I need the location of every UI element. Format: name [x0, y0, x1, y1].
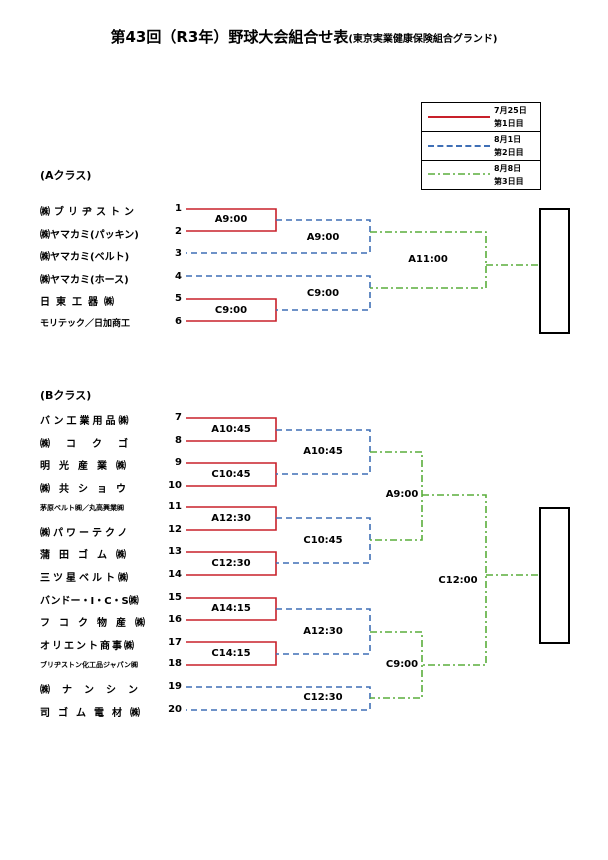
page-subtitle: (東京実業健康保険組合グランド): [348, 34, 498, 45]
legend-row-day1: 7月25日 第1日目: [422, 103, 540, 131]
classA-winner-box: [539, 208, 570, 334]
team-number: 15: [168, 592, 182, 603]
team-number: 4: [175, 271, 182, 282]
game-time: A11:00: [408, 254, 448, 265]
classB-round1-lines: [186, 417, 277, 666]
legend-line-dashed: [428, 145, 490, 147]
team-name: バンドー・I・C・S㈱: [40, 596, 139, 607]
game-time: C10:45: [303, 535, 343, 546]
game-time: C14:15: [211, 648, 251, 659]
legend-row-day3: 8月8日 第3日目: [422, 160, 540, 189]
team-name: ㈱ヤマカミ(パッキン): [40, 230, 139, 241]
game-time: A10:45: [303, 446, 343, 457]
legend-row-day2: 8月1日 第2日目: [422, 131, 540, 160]
team-number: 17: [168, 637, 182, 648]
team-number: 12: [168, 524, 182, 535]
team-name: ㈱ナンシン: [40, 685, 150, 696]
team-number: 18: [168, 658, 182, 669]
game-time: A10:45: [211, 424, 251, 435]
team-name: 蒲田ゴム㈱: [40, 550, 135, 561]
team-name: ㈱共ショウ: [40, 484, 135, 495]
game-time: C12:00: [438, 575, 478, 586]
classB-heading: (Bクラス): [40, 389, 92, 402]
team-name: 茅原ベルト㈱／丸高興業㈱: [40, 504, 124, 512]
legend-day: 第3日目: [494, 177, 524, 186]
team-name: ㈱ブリヂストン: [40, 207, 138, 218]
game-time: A12:30: [211, 513, 251, 524]
team-name: 司ゴム電材㈱: [40, 708, 148, 719]
team-number: 2: [175, 226, 182, 237]
team-name: ㈱パワーテクノ: [40, 528, 131, 539]
team-number: 7: [175, 412, 182, 423]
game-time: A9:00: [214, 214, 248, 225]
team-number: 8: [175, 435, 182, 446]
team-number: 14: [168, 569, 182, 580]
team-name: ㈱コクゴ: [40, 439, 144, 450]
team-number: 16: [168, 614, 182, 625]
team-name: 日東工器㈱: [40, 297, 120, 308]
game-time: C10:45: [211, 469, 251, 480]
classB-round3-lines: [370, 451, 539, 699]
team-number: 20: [168, 704, 182, 715]
page-title: 第43回（R3年）野球大会組合せ表(東京実業健康保険組合グランド): [110, 28, 498, 46]
team-number: 9: [175, 457, 182, 468]
team-number: 5: [175, 293, 182, 304]
classA-heading: (Aクラス): [40, 169, 92, 182]
game-time: C12:30: [211, 558, 251, 569]
team-number: 1: [175, 203, 182, 214]
game-time: C12:30: [303, 692, 343, 703]
team-name: ㈱ヤマカミ(ホース): [40, 275, 129, 286]
legend-date: 7月25日: [494, 106, 527, 115]
team-name: 三ツ星ベルト㈱: [40, 573, 131, 584]
game-time: A9:00: [385, 489, 419, 500]
game-time: A9:00: [306, 232, 340, 243]
legend-line-dashdot: [428, 173, 490, 175]
game-time: C9:00: [306, 288, 340, 299]
legend-day: 第2日目: [494, 148, 524, 157]
legend-line-solid: [428, 116, 490, 118]
legend-date: 8月1日: [494, 135, 522, 144]
game-time: A14:15: [211, 603, 251, 614]
game-time: C9:00: [214, 305, 248, 316]
legend-day: 第1日目: [494, 119, 524, 128]
legend: 7月25日 第1日目 8月1日 第2日目 8月8日 第3日目: [421, 102, 541, 190]
team-number: 3: [175, 248, 182, 259]
classA-round2-lines: [186, 219, 371, 311]
legend-date: 8月8日: [494, 164, 522, 173]
team-number: 6: [175, 316, 182, 327]
team-number: 19: [168, 681, 182, 692]
team-number: 13: [168, 546, 182, 557]
classB-winner-box: [539, 507, 570, 644]
game-time: C9:00: [385, 659, 419, 670]
game-time: A12:30: [303, 626, 343, 637]
team-name: バン工業用品㈱: [40, 416, 132, 427]
team-name: ブリヂストン化工品ジャパン㈱: [40, 661, 138, 669]
classA-round3-lines: [370, 231, 539, 289]
team-name: 明光産業㈱: [40, 461, 135, 472]
team-number: 10: [168, 480, 182, 491]
team-name: フコク物産㈱: [40, 618, 154, 629]
team-name: ㈱ヤマカミ(ベルト): [40, 252, 130, 263]
team-number: 11: [168, 501, 182, 512]
team-name: モリテック／日加商工: [40, 319, 131, 329]
team-name: オリエント商事㈱: [40, 641, 136, 652]
